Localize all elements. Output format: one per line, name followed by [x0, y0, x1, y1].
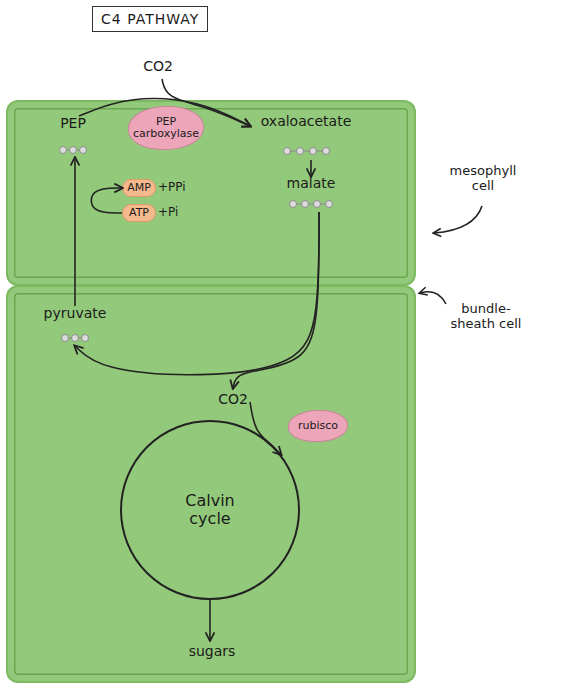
node-text: oxaloacetate	[261, 114, 352, 130]
molecule-glyph	[60, 147, 87, 154]
flow-arrow	[250, 402, 281, 455]
carbon-dot	[314, 201, 321, 208]
carbon-dot	[60, 147, 67, 154]
flow-arrow	[162, 79, 250, 126]
node-text: pyruvate	[44, 306, 107, 322]
node-text: sugars	[189, 644, 236, 660]
flow-arrow	[75, 212, 319, 375]
flow-arrow	[74, 158, 76, 306]
cofactor-pill: ATP	[122, 204, 156, 222]
cofactor-pill: AMP	[122, 179, 156, 197]
node-text: AMP	[127, 182, 151, 194]
cell-label: mesophyll cell	[437, 164, 529, 194]
node-text: PEP carboxylase	[129, 116, 203, 139]
molecule-bond	[65, 338, 85, 339]
flow-arrow	[209, 600, 211, 640]
molecule-glyph	[62, 335, 89, 342]
carbon-dot	[290, 201, 297, 208]
flow-arrow	[91, 188, 122, 213]
molecule-glyph	[290, 201, 333, 208]
carbon-dot	[310, 148, 317, 155]
cell-box: pyruvateCO2rubiscoCalvin cyclesugarsbund…	[8, 287, 414, 681]
node-text: CO2	[143, 59, 173, 75]
carbon-dot	[284, 148, 291, 155]
molecule-bond	[293, 204, 329, 205]
molecule-label: malate	[282, 176, 340, 212]
enzyme-blob: PEP carboxylase	[128, 106, 204, 150]
carbon-dot	[302, 201, 309, 208]
molecule-label: oxaloacetate	[250, 114, 362, 160]
cycle-outline	[121, 421, 299, 599]
leader-arrow	[420, 292, 446, 304]
carbon-dot	[70, 147, 77, 154]
cell-label: bundle-sheath cell	[440, 302, 532, 332]
carbon-dot	[80, 147, 87, 154]
flow-arrow	[310, 160, 312, 176]
enzyme-blob: rubisco	[288, 410, 348, 442]
carbon-dot	[62, 335, 69, 342]
node-text: Calvin cycle	[175, 492, 245, 528]
molecule-glyph	[284, 148, 330, 155]
flow-arrow	[79, 99, 250, 126]
node-text: rubisco	[298, 420, 338, 432]
molecule-label: CO2	[216, 388, 250, 412]
node-text: ATP	[129, 207, 149, 219]
molecule-bond	[63, 150, 83, 151]
node-text: malate	[287, 176, 336, 192]
carbon-dot	[323, 148, 330, 155]
molecule-label: PEP	[52, 116, 94, 158]
carbon-dot	[326, 201, 333, 208]
node-text: CO2	[218, 392, 248, 408]
product-label: sugars	[186, 640, 238, 664]
node-text: PEP	[60, 116, 86, 132]
carbon-dot	[82, 335, 89, 342]
molecule-label: CO2	[138, 55, 178, 79]
flow-arrow	[233, 212, 319, 388]
diagram-title: C4 PATHWAY	[92, 6, 208, 32]
cell-box: PEP carboxylase PEP oxaloacetateAMP ATP mala…	[8, 102, 414, 284]
molecule-label: pyruvate	[38, 306, 112, 346]
carbon-dot	[297, 148, 304, 155]
leader-arrow	[434, 206, 482, 233]
cycle-circle: Calvin cycle	[120, 420, 300, 600]
molecule-bond	[287, 151, 326, 152]
carbon-dot	[72, 335, 79, 342]
